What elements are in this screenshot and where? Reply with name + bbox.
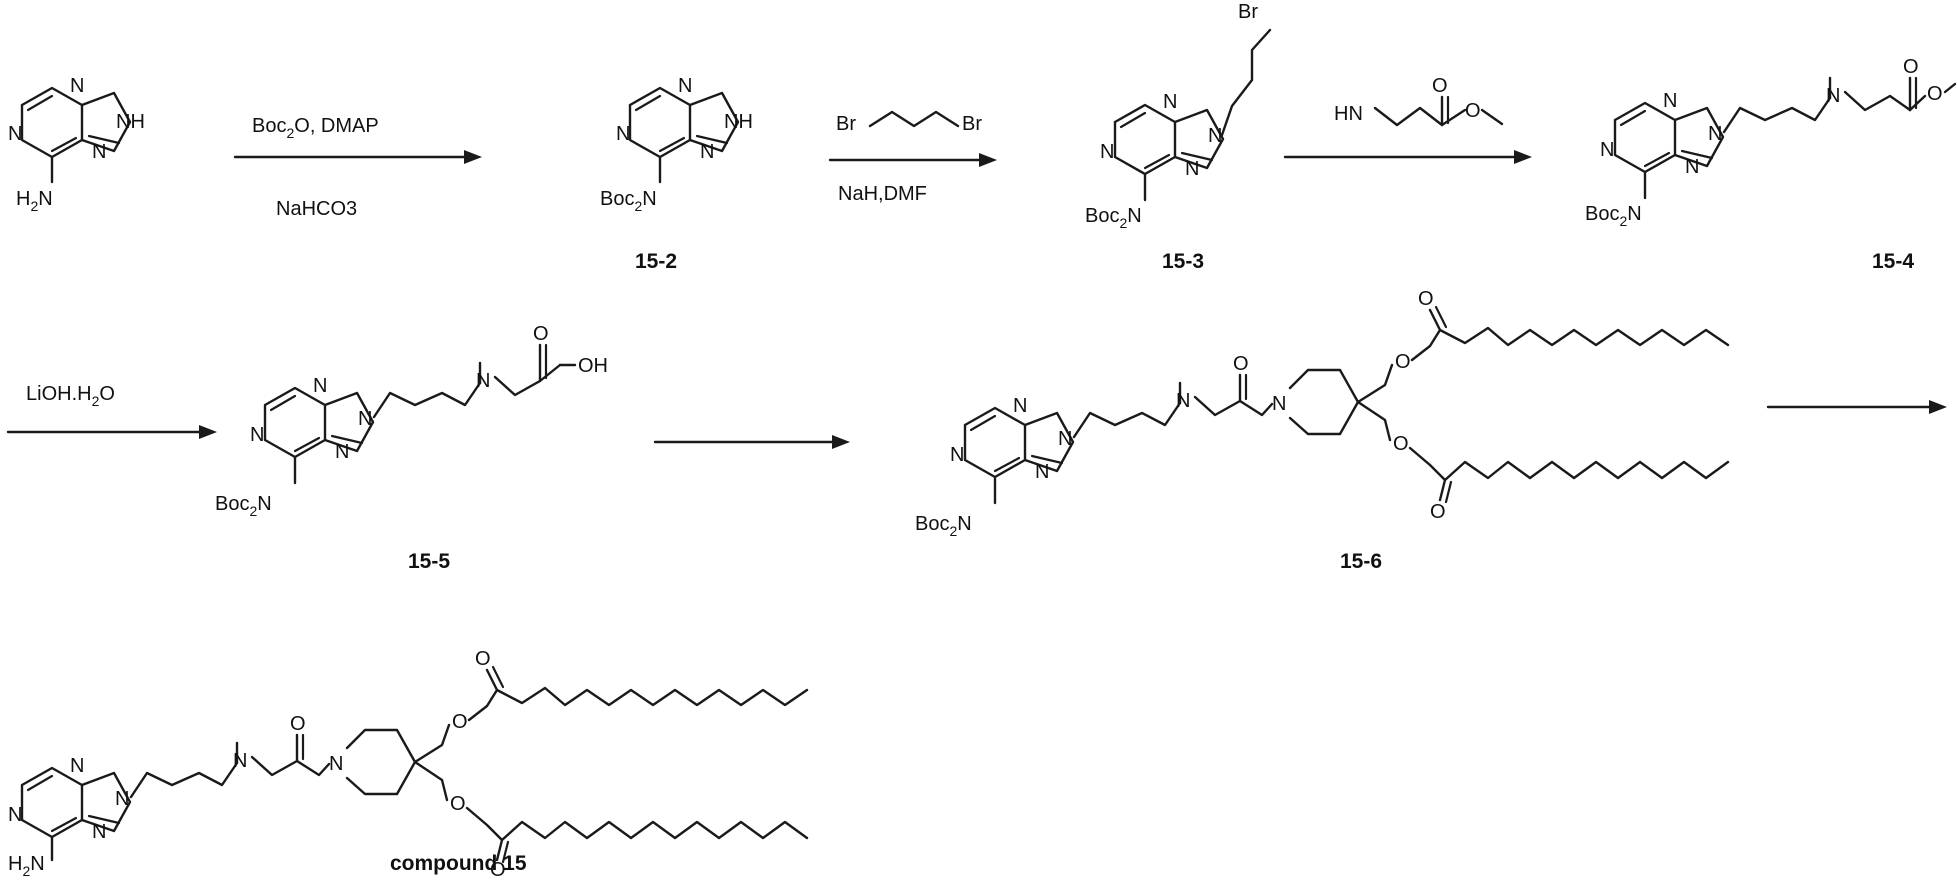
atom-label-n: N bbox=[1272, 393, 1286, 415]
atom-label-o: O bbox=[1393, 433, 1409, 455]
compound-15-2-structure bbox=[630, 88, 738, 182]
atom-label-n: N bbox=[115, 788, 129, 810]
atom-label-n: N bbox=[1826, 85, 1840, 107]
atom-label-br: Br bbox=[962, 113, 982, 135]
atom-label-n: N bbox=[233, 750, 247, 772]
boc2n-label: Boc2N bbox=[1085, 205, 1142, 231]
compound-label-15-3: 15-3 bbox=[1162, 250, 1204, 273]
adenine-structure bbox=[22, 88, 130, 182]
atom-label-n: N bbox=[329, 753, 343, 775]
amine-label: H2N bbox=[16, 188, 53, 214]
atom-label-n: N bbox=[335, 441, 349, 463]
atom-label-o: O bbox=[1432, 75, 1448, 97]
atom-label-n: N bbox=[1663, 90, 1677, 112]
atom-label-o: O bbox=[1430, 501, 1446, 523]
atom-label-n: N bbox=[616, 123, 630, 145]
compound-15-6-structure bbox=[965, 307, 1728, 503]
atom-label-n: N bbox=[313, 375, 327, 397]
reagent-methylaminopropanoate bbox=[1375, 97, 1502, 125]
reaction-arrow-1 bbox=[235, 150, 482, 164]
atom-label-o: O bbox=[1233, 353, 1249, 375]
atom-label-o: O bbox=[1903, 56, 1919, 78]
reaction-arrow-5 bbox=[655, 435, 850, 449]
boc2n-label: Boc2N bbox=[600, 188, 657, 214]
atom-label-n: N bbox=[950, 444, 964, 466]
atom-label-o: O bbox=[533, 323, 549, 345]
reaction-arrow-3 bbox=[1285, 150, 1532, 164]
compound-15-structure bbox=[22, 667, 807, 862]
atom-label-nh: NH bbox=[724, 111, 753, 133]
compound-label-15: compound 15 bbox=[390, 852, 527, 875]
reagent-boc2o-dmap: Boc2O, DMAP bbox=[252, 115, 379, 141]
compound-label-15-5: 15-5 bbox=[408, 550, 450, 573]
atom-label-n: N bbox=[1685, 156, 1699, 178]
atom-label-n: N bbox=[1185, 158, 1199, 180]
atom-label-n: N bbox=[1013, 395, 1027, 417]
atom-label-br: Br bbox=[836, 113, 856, 135]
atom-label-o: O bbox=[450, 793, 466, 815]
atom-label-n: N bbox=[70, 75, 84, 97]
atom-label-o: O bbox=[1418, 288, 1434, 310]
atom-label-n: N bbox=[8, 804, 22, 826]
atom-label-n: N bbox=[1100, 141, 1114, 163]
reagent-nahco3: NaHCO3 bbox=[276, 198, 357, 220]
atom-label-o: O bbox=[452, 711, 468, 733]
compound-label-15-6: 15-6 bbox=[1340, 550, 1382, 573]
boc2n-label: Boc2N bbox=[215, 493, 272, 519]
atom-label-nh: NH bbox=[116, 111, 145, 133]
atom-label-oh: OH bbox=[578, 355, 608, 377]
atom-label-n: N bbox=[678, 75, 692, 97]
atom-label-o: O bbox=[1395, 351, 1411, 373]
atom-label-o: O bbox=[475, 648, 491, 670]
atom-label-n: N bbox=[1708, 123, 1722, 145]
atom-label-n: N bbox=[1208, 125, 1222, 147]
atom-label-n: N bbox=[8, 123, 22, 145]
atom-label-n: N bbox=[92, 141, 106, 163]
reagent-nah-dmf: NaH,DMF bbox=[838, 183, 927, 205]
reagent-dibromopropane bbox=[870, 112, 958, 126]
atom-label-n: N bbox=[1058, 428, 1072, 450]
atom-label-n: N bbox=[1163, 91, 1177, 113]
atom-label-n: N bbox=[250, 424, 264, 446]
atom-label-n: N bbox=[700, 141, 714, 163]
reagent-lioh: LiOH.H2O bbox=[26, 383, 115, 409]
reaction-arrow-2 bbox=[830, 153, 997, 167]
atom-label-n: N bbox=[476, 370, 490, 392]
boc2n-label: Boc2N bbox=[1585, 203, 1642, 229]
atom-label-n: N bbox=[70, 755, 84, 777]
atom-label-n: N bbox=[1600, 139, 1614, 161]
atom-label-n: N bbox=[358, 408, 372, 430]
atom-label-o: O bbox=[1465, 100, 1481, 122]
amine-label: H2N bbox=[8, 853, 45, 879]
compound-label-15-2: 15-2 bbox=[635, 250, 677, 273]
atom-label-n: N bbox=[1035, 461, 1049, 483]
compound-label-15-4: 15-4 bbox=[1872, 250, 1914, 273]
atom-label-n: N bbox=[1176, 390, 1190, 412]
boc2n-label: Boc2N bbox=[915, 513, 972, 539]
atom-label-o: O bbox=[1927, 83, 1943, 105]
reaction-arrow-4 bbox=[8, 425, 217, 439]
atom-label-hn: HN bbox=[1334, 103, 1363, 125]
atom-label-n: N bbox=[92, 821, 106, 843]
compound-15-5-structure bbox=[265, 345, 575, 483]
atom-label-o: O bbox=[290, 713, 306, 735]
reaction-arrow-6 bbox=[1768, 400, 1947, 414]
atom-label-br: Br bbox=[1238, 1, 1258, 23]
